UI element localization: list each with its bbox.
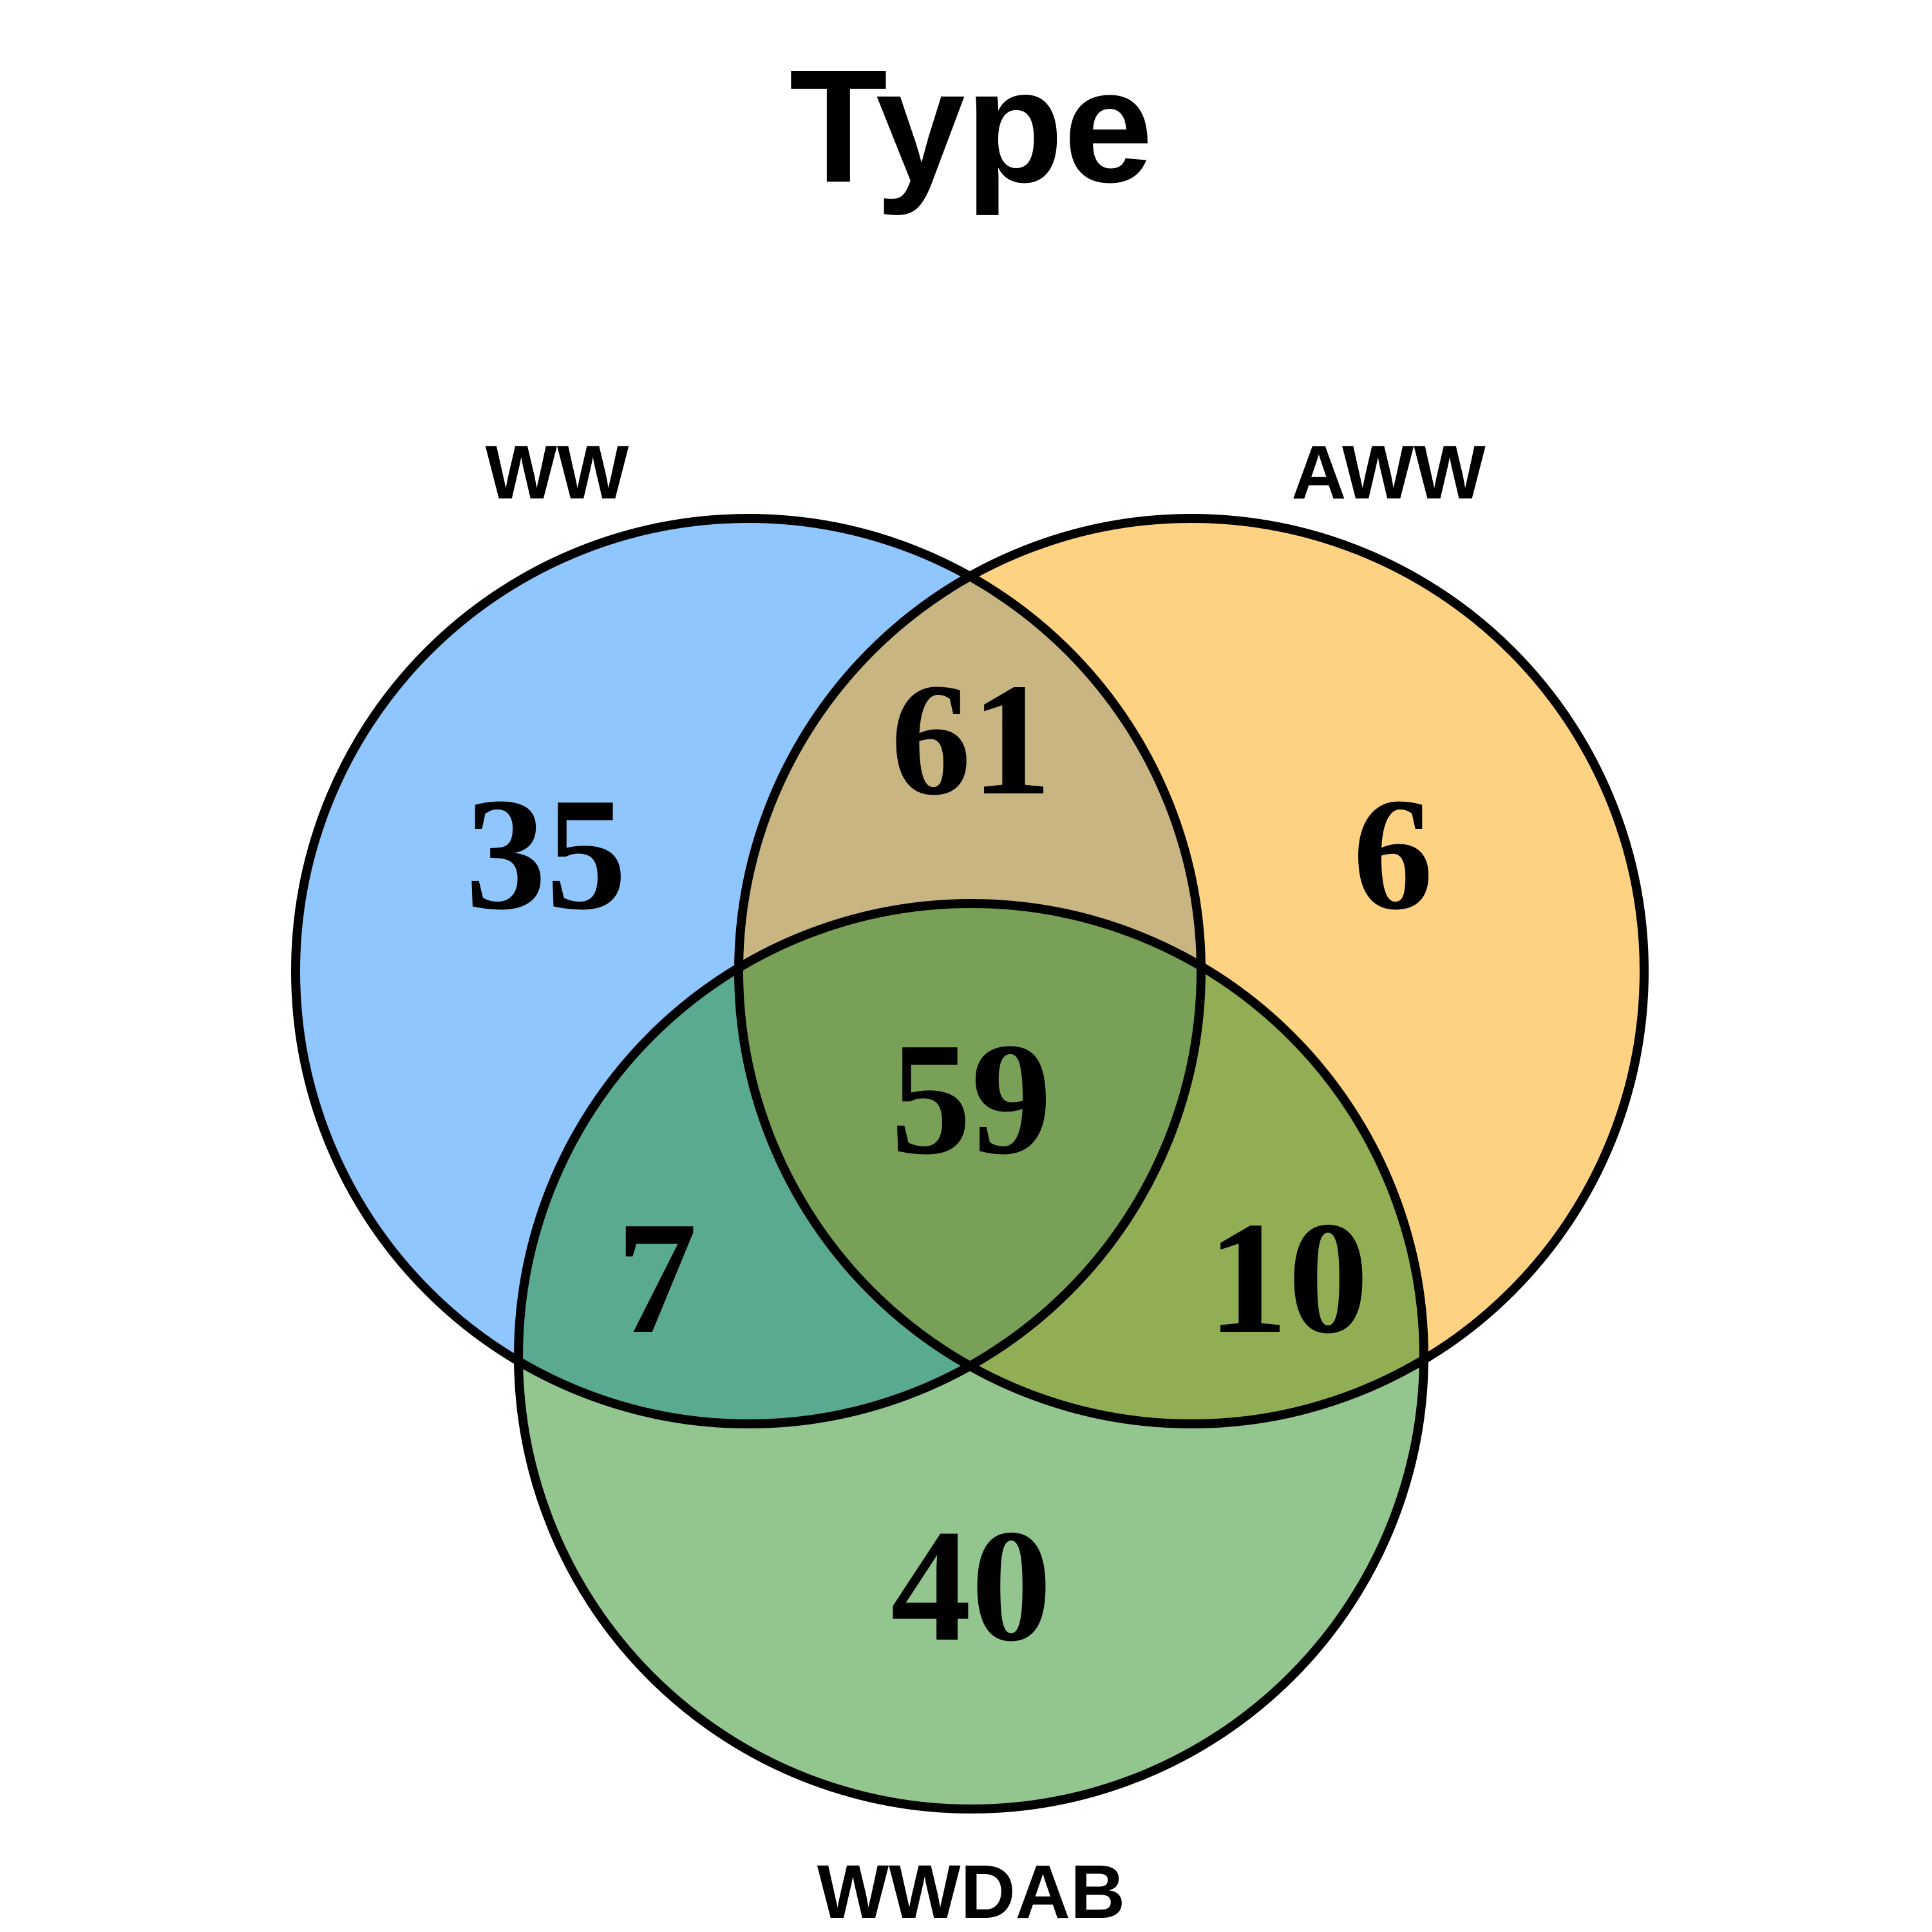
count-ww-aww: 61	[891, 650, 1052, 829]
count-wwdab-only: 40	[891, 1497, 1052, 1675]
count-aww-only: 6	[1353, 765, 1434, 943]
set-wwdab-outline	[514, 899, 1428, 1814]
diagram-title: Type	[790, 36, 1153, 216]
set-label-aww: AWW	[1291, 430, 1486, 515]
set-label-wwdab: WWDAB	[817, 1850, 1125, 1932]
count-all: 59	[891, 1010, 1052, 1188]
set-label-ww: WW	[486, 430, 629, 515]
count-aww-wwdab: 10	[1208, 1189, 1368, 1367]
count-ww-only: 35	[466, 765, 627, 943]
count-ww-wwdab: 7	[617, 1189, 697, 1367]
